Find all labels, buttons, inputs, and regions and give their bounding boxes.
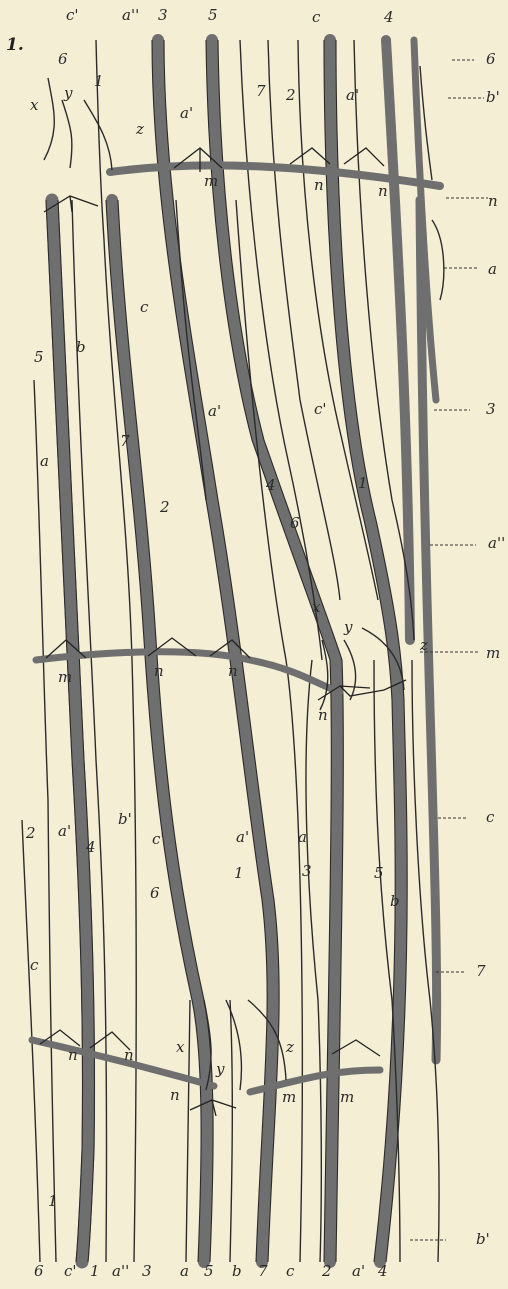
- inline-labels-bottom-label: x: [176, 1038, 185, 1056]
- inline-labels-upper-label: z: [135, 120, 144, 138]
- inline-labels-upper-label: y: [63, 84, 73, 102]
- inline-labels-middle-label: y: [343, 618, 353, 636]
- inline-labels-bottom-label: n: [124, 1046, 134, 1064]
- inline-labels-middle-label: x: [312, 598, 321, 616]
- inline-labels-bottom-label: n: [170, 1086, 180, 1104]
- bottom-labels-label: c': [64, 1262, 77, 1280]
- top-labels-label: a'': [122, 6, 139, 24]
- top-labels-label: c: [312, 8, 321, 26]
- right-labels-label: n: [488, 192, 498, 210]
- inline-labels-lower-label: b: [390, 892, 400, 910]
- inline-labels-upper-label: a': [346, 86, 359, 104]
- inline-labels-upper-label: 4: [265, 476, 276, 494]
- bottom-labels-label: c: [286, 1262, 295, 1280]
- bottom-labels-label: a': [352, 1262, 365, 1280]
- inline-labels-upper-label: 1: [358, 474, 368, 492]
- bottom-labels-label: 4: [377, 1262, 388, 1280]
- inline-labels-upper-label: 6: [290, 514, 300, 532]
- bottom-labels-label: b: [232, 1262, 242, 1280]
- inline-labels-bottom-label: c: [30, 956, 39, 974]
- inline-labels-upper-label: a': [180, 104, 193, 122]
- inline-labels-middle-label: n: [154, 662, 164, 680]
- inline-labels-bottom-label: z: [285, 1038, 294, 1056]
- inline-labels-lower-label: 6: [150, 884, 160, 902]
- inline-labels-lower-label: a: [298, 828, 307, 846]
- inline-labels-bottom-label: 1: [48, 1192, 58, 1210]
- right-labels-label: 6: [486, 50, 496, 68]
- inline-labels-lower-label: 2: [25, 824, 36, 842]
- inline-labels-bottom-label: n: [68, 1046, 78, 1064]
- inline-labels-upper-label: 5: [34, 348, 44, 366]
- right-labels-label: m: [486, 644, 500, 662]
- right-labels-label: a: [488, 260, 497, 278]
- bottom-labels-label: a: [180, 1262, 189, 1280]
- right-labels-label: b': [486, 88, 500, 106]
- inline-labels-bottom-label: y: [215, 1060, 225, 1078]
- bottom-labels-label: 5: [204, 1262, 214, 1280]
- bottom-labels-label: 7: [258, 1262, 268, 1280]
- inline-labels-lower-label: a': [236, 828, 249, 846]
- right-labels-label: c: [486, 808, 495, 826]
- top-labels-label: 4: [383, 8, 394, 26]
- inline-labels-upper-label: n: [314, 176, 324, 194]
- inline-labels-lower-label: b': [118, 810, 132, 828]
- inline-labels-bottom-label: m: [340, 1088, 354, 1106]
- bottom-labels-label: 2: [321, 1262, 332, 1280]
- right-labels-label: a'': [488, 534, 505, 552]
- inline-labels-upper-label: 7: [256, 82, 266, 100]
- inline-labels-upper-label: c': [314, 400, 327, 418]
- top-labels-label: c': [66, 6, 79, 24]
- inline-labels-middle-label: a: [40, 452, 49, 470]
- bottom-labels-label: 6: [34, 1262, 44, 1280]
- inline-labels-lower-label: 1: [234, 864, 244, 882]
- inline-labels-middle-label: z: [419, 636, 428, 654]
- inline-labels-lower-label: 3: [302, 862, 312, 880]
- inline-labels-upper-label: n: [378, 182, 388, 200]
- inline-labels-upper-label: b: [76, 338, 86, 356]
- bottom-labels-label: 1: [90, 1262, 100, 1280]
- right-labels-label: 3: [486, 400, 496, 418]
- inline-labels-upper-label: 2: [285, 86, 296, 104]
- inline-labels-upper-label: 6: [58, 50, 68, 68]
- inline-labels-upper-label: x: [30, 96, 39, 114]
- inline-labels-upper-label: c: [140, 298, 149, 316]
- inline-labels-upper-label: 1: [94, 72, 104, 90]
- bottom-labels-label: a'': [112, 1262, 129, 1280]
- figure-label: 1.: [6, 35, 24, 55]
- right-labels-label: 7: [476, 962, 486, 980]
- inline-labels-lower-label: c': [152, 830, 165, 848]
- inline-labels-middle-label: n: [318, 706, 328, 724]
- bottom-labels-label: 3: [142, 1262, 152, 1280]
- top-labels-label: 3: [158, 6, 168, 24]
- inline-labels-lower-label: 5: [374, 864, 384, 882]
- inline-labels-upper-label: m: [204, 172, 218, 190]
- inline-labels-upper-label: 2: [159, 498, 170, 516]
- right-labels-label: b': [476, 1230, 490, 1248]
- inline-labels-upper-label: 7: [120, 432, 130, 450]
- inline-labels-lower-label: a': [58, 822, 71, 840]
- inline-labels-middle-label: n: [228, 662, 238, 680]
- inline-labels-lower-label: 4: [85, 838, 96, 856]
- inline-labels-upper-label: a': [208, 402, 221, 420]
- inline-labels-middle-label: m: [58, 668, 72, 686]
- top-labels-label: 5: [208, 6, 218, 24]
- inline-labels-bottom-label: m: [282, 1088, 296, 1106]
